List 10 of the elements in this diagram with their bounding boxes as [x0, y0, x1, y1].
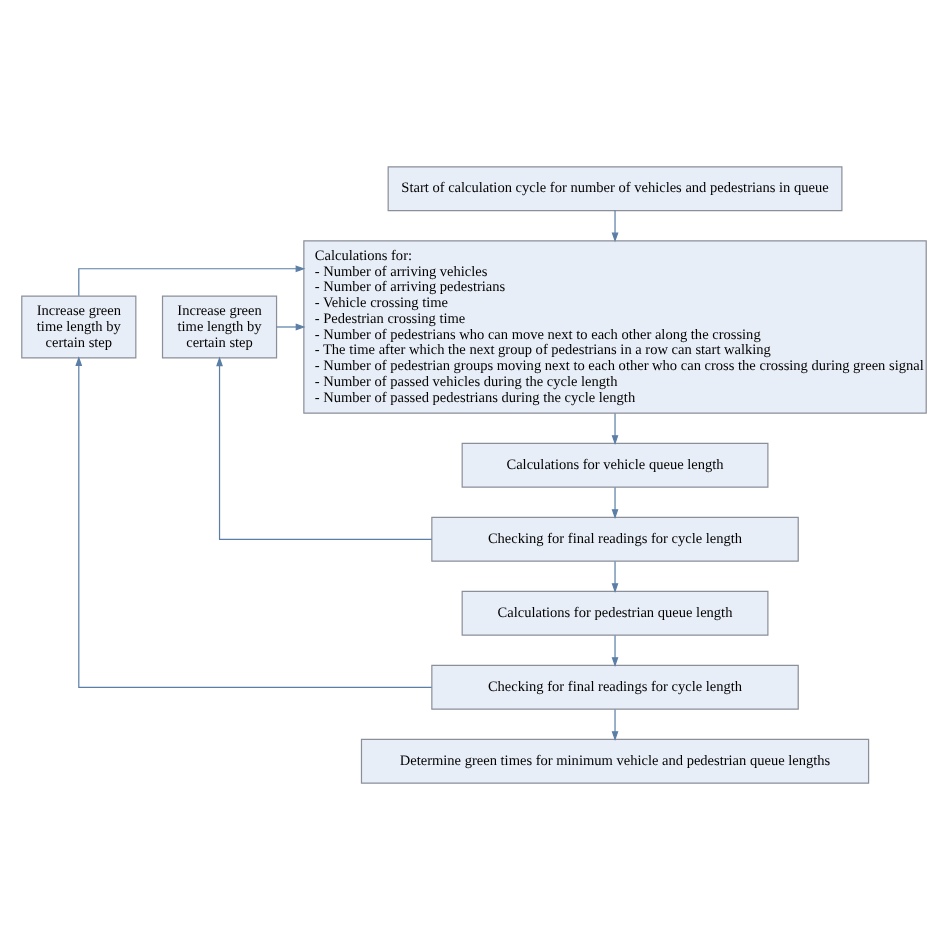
arrow [75, 355, 433, 687]
arrow [611, 633, 619, 666]
arrow [611, 209, 619, 242]
arrow [276, 322, 306, 330]
arrow [611, 707, 619, 740]
arrow [78, 264, 306, 296]
arrow [216, 355, 433, 539]
arrow [611, 485, 619, 518]
arrow [611, 411, 619, 444]
arrow [611, 559, 619, 592]
